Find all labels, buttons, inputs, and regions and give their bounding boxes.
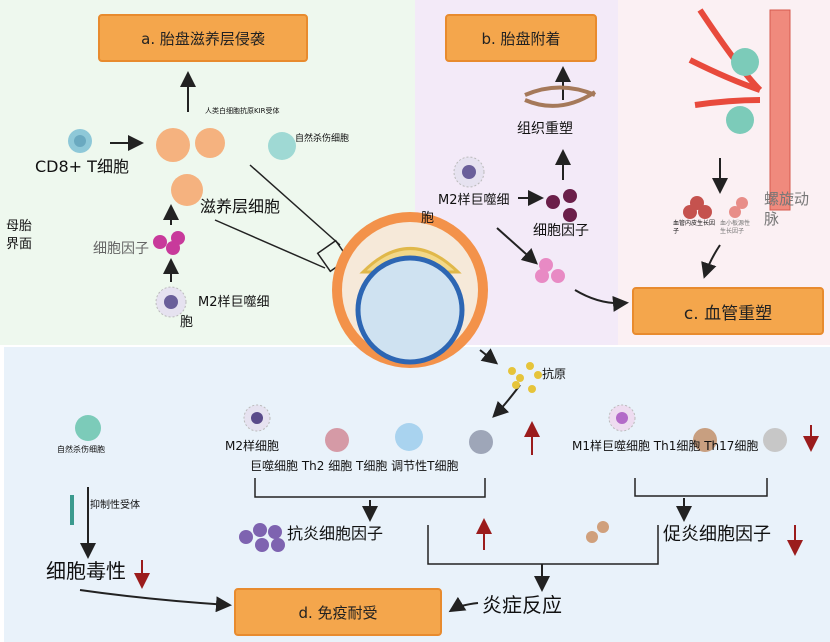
box-d-immune-tolerance: d. 免疫耐受 [234,588,442,636]
label-pdgf2: 生长因子 [720,228,745,235]
label-m2-b: M2样巨噬细 [438,193,510,208]
label-cd8: CD8+ T细胞 [35,157,129,176]
label-vegf: 血管内皮生长因 [673,220,716,227]
box-c-vascular-remodeling: c. 血管重塑 [632,287,824,335]
label-vegf2: 子 [673,228,680,235]
box-b-label: b. 胎盘附着 [481,29,561,48]
label-m2-a: M2样巨噬细 [198,295,270,310]
label-interface: 母胎 [6,219,33,234]
box-a-label: a. 胎盘滋养层侵袭 [141,29,265,48]
label-m1-row: M1样巨噬细胞 Th1细胞 Th17细胞 [572,439,759,453]
label-m2-b2: 胞 [421,211,435,226]
label-cell-row: 巨噬细胞 Th2 细胞 T细胞 调节性T细胞 [250,459,459,473]
label-trophoblast: 滋养层细胞 [200,197,281,216]
label-m2-a2: 胞 [180,315,194,330]
box-a-trophoblast-invasion: a. 胎盘滋养层侵袭 [98,14,308,62]
box-c-label: c. 血管重塑 [683,303,773,324]
label-tissue-remodel: 组织重塑 [517,121,573,137]
label-inflammation: 炎症反应 [482,593,562,617]
box-b-placental-attachment: b. 胎盘附着 [445,14,597,62]
label-inhibitory-receptor: 抑制性受体 [90,500,140,511]
label-cytotoxicity: 细胞毒性 [46,559,126,583]
label-interface2: 界面 [6,237,33,252]
label-cytokine-a: 细胞因子 [93,241,149,257]
label-m2-d: M2样细胞 [225,439,279,453]
label-antigen: 抗原 [542,367,567,381]
box-d-label: d. 免疫耐受 [298,603,378,622]
label-pro-inflammatory: 促炎细胞因子 [663,524,771,545]
label-anti-inflammatory: 抗炎细胞因子 [287,524,384,543]
label-pdgf: 血小板源性 [720,220,751,227]
label-spiral-artery: 螺旋动 [764,190,810,208]
label-nk-a: 自然杀伤细胞 [295,134,350,144]
label-kir: 人类白细胞抗原KIR受体 [205,107,280,115]
label-spiral-artery2: 脉 [764,210,780,228]
label-cytokine-b: 细胞因子 [533,223,589,239]
label-nk-d: 自然杀伤细胞 [57,445,105,454]
